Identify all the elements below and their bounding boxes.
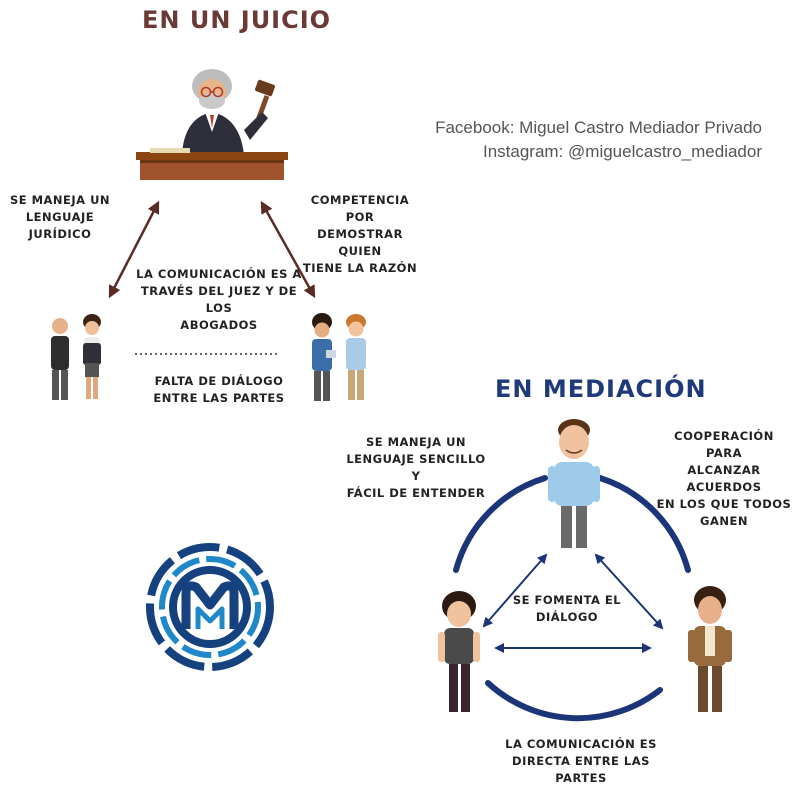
mediator-figure (548, 419, 600, 548)
juicio-parties-left (51, 314, 101, 400)
judge-illustration (136, 69, 288, 180)
mc-logo (146, 543, 274, 671)
title-mediacion: EN MEDIACIÓN (495, 375, 707, 403)
juicio-arrow-right (260, 200, 316, 299)
juicio-arrow-left (108, 200, 160, 299)
party-woman-figure (438, 591, 480, 712)
mediacion-arrow-left (482, 553, 548, 628)
party-man-figure (688, 586, 732, 712)
mediacion-circle (453, 475, 691, 722)
mediacion-arrow-right (594, 553, 664, 630)
instagram-text: Instagram: @miguelcastro_mediador (483, 142, 762, 161)
title-juicio: EN UN JUICIO (142, 6, 332, 34)
social-info: Facebook: Miguel Castro Mediador Privado… (435, 116, 762, 164)
facebook-text: Facebook: Miguel Castro Mediador Privado (435, 118, 762, 137)
juicio-parties-right (312, 313, 366, 401)
